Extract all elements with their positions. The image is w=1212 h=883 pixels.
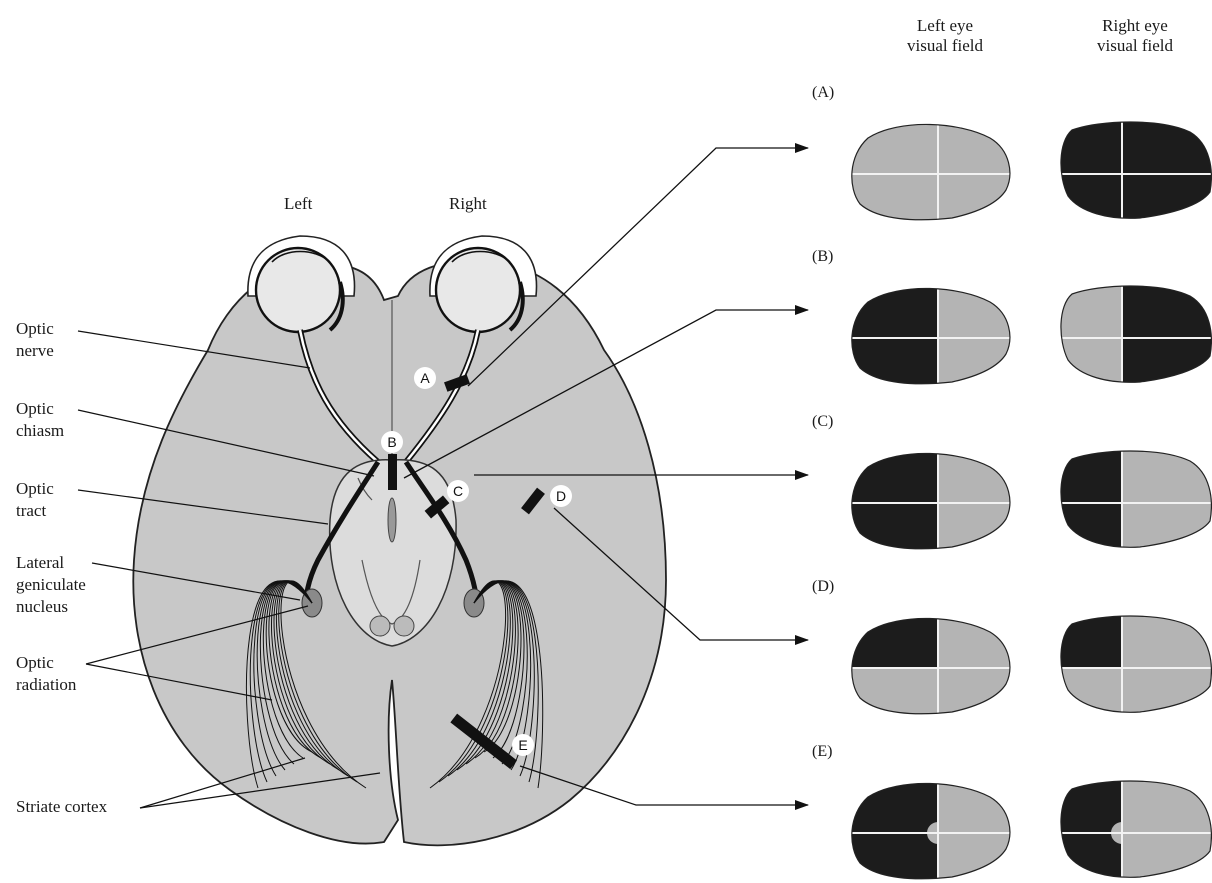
visual-field-left — [840, 429, 1020, 569]
row-label-e: (E) — [812, 743, 832, 761]
visual-field-right — [1050, 759, 1212, 883]
visual-field-left — [840, 759, 1020, 883]
visual-fields — [840, 100, 1212, 883]
visual-field-right — [1050, 594, 1212, 734]
lesion-marker-e: E — [512, 734, 534, 756]
striate-cortex-label: Striate cortex — [16, 796, 107, 818]
row-label-c: (C) — [812, 413, 833, 431]
hemisphere-right-label: Right — [449, 193, 487, 215]
lesion-b — [388, 454, 397, 490]
row-label-a: (A) — [812, 84, 834, 102]
visual-field-right — [1050, 264, 1212, 404]
visual-field-right — [1050, 100, 1212, 240]
lesion-marker-c: C — [447, 480, 469, 502]
lesion-marker-d: D — [550, 485, 572, 507]
row-label-d: (D) — [812, 578, 834, 596]
visual-field-right — [1050, 429, 1212, 569]
row-label-b: (B) — [812, 248, 833, 266]
right-eye — [430, 236, 537, 332]
hemisphere-left-label: Left — [284, 193, 312, 215]
visual-field-left — [840, 100, 1020, 240]
visual-field-left — [840, 264, 1020, 404]
lesion-marker-b: B — [381, 431, 403, 453]
lesion-marker-a: A — [414, 367, 436, 389]
visual-field-left — [840, 594, 1020, 734]
